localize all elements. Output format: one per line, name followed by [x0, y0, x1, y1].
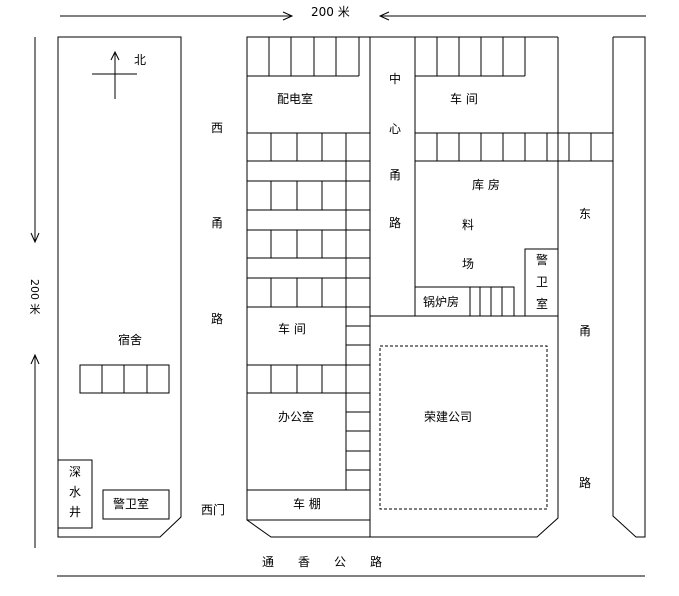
- material-yard-char-1: 料: [462, 218, 475, 232]
- cell-row-2: [247, 181, 370, 211]
- east-guard-box: [524, 248, 559, 317]
- north-label: 北: [134, 53, 147, 67]
- power-room-label: 配电室: [277, 92, 314, 106]
- shed-label: 车 棚: [293, 497, 321, 511]
- north-arrow-icon: [92, 50, 137, 99]
- cell-row-3: [247, 230, 370, 259]
- east-road-char-3: 路: [578, 476, 591, 490]
- mid-workshop-label: 车 间: [278, 322, 306, 336]
- stair-lines: [346, 325, 370, 471]
- material-yard-char-2: 场: [462, 257, 475, 271]
- boiler-room-label: 锅炉房: [423, 295, 460, 309]
- left-dimension-label: 200 米: [28, 279, 41, 315]
- ne-workshop-label: 车 间: [450, 92, 478, 106]
- dormitory-label: 宿舍: [118, 333, 143, 347]
- east-guard-char-2: 卫: [535, 275, 548, 289]
- company-label: 荣建公司: [424, 410, 473, 424]
- left-dimension-arrows: [30, 37, 40, 548]
- west-guard-label: 警卫室: [113, 497, 150, 511]
- east-guard-char-3: 室: [535, 297, 548, 311]
- boiler-room-box: [414, 286, 515, 317]
- cell-row-5: [247, 364, 346, 394]
- top-dimension-label: 200 米: [311, 5, 350, 19]
- well-char-2: 水: [68, 485, 81, 499]
- west-gate-label: 西门: [201, 503, 226, 517]
- middle-building-column: [246, 36, 371, 538]
- east-strip: [612, 36, 646, 538]
- top-cells: [247, 37, 360, 77]
- cell-row-1: [246, 132, 371, 162]
- warehouse-label: 库 房: [472, 178, 500, 192]
- center-road-char-3: 甬: [388, 168, 401, 182]
- west-guard-box: [102, 489, 170, 520]
- mid-cells: [414, 132, 614, 162]
- ne-workshop-cells: [415, 37, 526, 77]
- west-road-char-1: 西: [210, 121, 223, 135]
- well-char-3: 井: [68, 505, 81, 519]
- west-road-char-2: 甬: [210, 216, 223, 230]
- cell-row-4: [247, 278, 370, 308]
- center-road-char-2: 心: [388, 122, 401, 136]
- center-road-char-4: 路: [388, 216, 401, 230]
- well-char-1: 深: [68, 465, 81, 479]
- company-dashed-box: [379, 345, 548, 510]
- center-road-char-1: 中: [388, 72, 401, 86]
- west-road-char-3: 路: [210, 312, 223, 326]
- dormitory-cells: [79, 364, 170, 394]
- west-strip: [57, 36, 182, 538]
- east-road-char-1: 东: [578, 207, 591, 221]
- top-dimension-arrows: [60, 11, 646, 21]
- east-road-char-2: 甬: [578, 324, 591, 338]
- deep-well-box: [57, 459, 93, 529]
- office-label: 办公室: [278, 410, 315, 424]
- east-guard-char-1: 警: [535, 253, 548, 267]
- south-road-label: 通 香 公 路: [262, 555, 383, 569]
